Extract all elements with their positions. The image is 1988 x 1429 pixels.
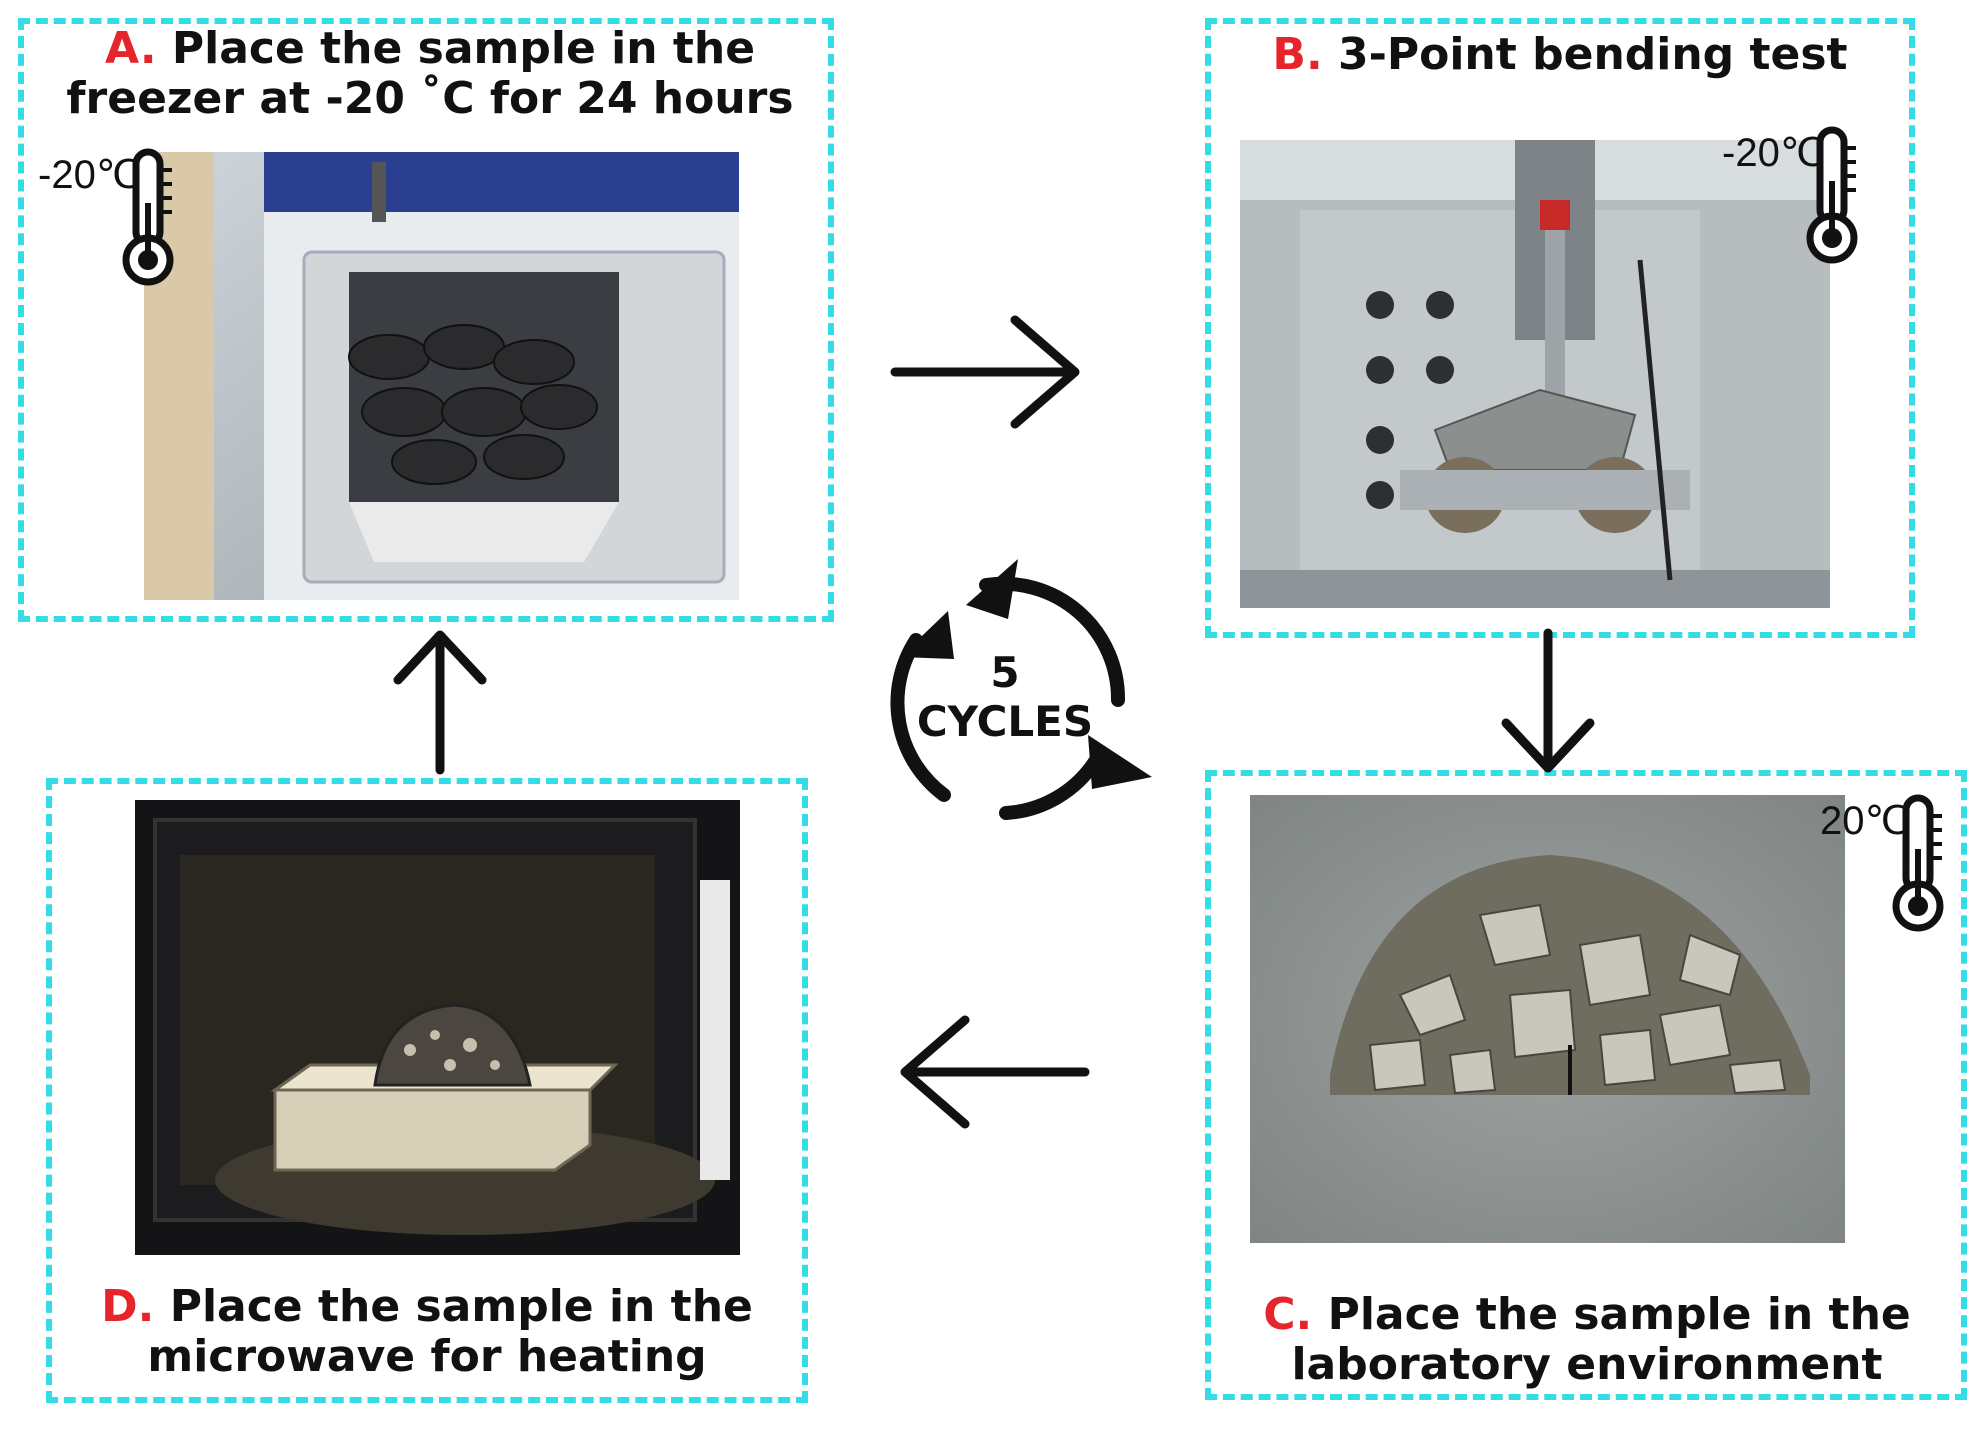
panel-b-bending — [1205, 18, 1915, 638]
cycle-arrows-icon — [890, 559, 1152, 820]
panel-c-title-line2: laboratory environment — [1291, 1339, 1883, 1390]
panel-d-title: D. Place the sample in the microwave for… — [50, 1282, 804, 1382]
panel-b-letter: B. — [1272, 29, 1323, 80]
panel-a-thermometer: -20℃ — [38, 148, 188, 288]
sample-photo — [1250, 795, 1845, 1243]
panel-a-temperature: -20℃ — [38, 153, 141, 197]
panel-b-temperature: -20℃ — [1722, 131, 1825, 175]
panel-d-letter: D. — [101, 1281, 155, 1332]
panel-b-title-line1: 3-Point bending test — [1338, 29, 1848, 80]
microwave-photo — [135, 800, 740, 1255]
panel-c-letter: C. — [1263, 1289, 1313, 1340]
thermometer-icon — [1892, 794, 1944, 932]
panel-d-microwave — [46, 778, 808, 1403]
thermometer-icon — [122, 148, 174, 286]
arrow-down-icon — [1501, 628, 1595, 773]
panel-d-title-line1: Place the sample in the — [169, 1281, 753, 1332]
cycle-text: CYCLES — [916, 697, 1094, 746]
panel-c-laboratory — [1205, 770, 1967, 1400]
panel-c-title-line1: Place the sample in the — [1327, 1289, 1911, 1340]
cycle-label: 5 CYCLES — [890, 648, 1120, 746]
panel-a-letter: A. — [104, 23, 157, 74]
panel-c-temperature: 20℃ — [1820, 799, 1910, 843]
panel-c-thermometer: 20℃ — [1820, 794, 1960, 934]
panel-d-title-line2: microwave for heating — [147, 1331, 707, 1382]
bending-test-photo — [1240, 140, 1830, 608]
panel-a-title-line2: freezer at -20 ˚C for 24 hours — [66, 73, 794, 124]
thermometer-icon — [1806, 126, 1858, 264]
panel-b-title: B. 3-Point bending test — [1210, 30, 1910, 80]
panel-b-thermometer: -20℃ — [1722, 126, 1882, 266]
panel-c-title: C. Place the sample in the laboratory en… — [1212, 1290, 1962, 1390]
panel-a-title: A. Place the sample in the freezer at -2… — [30, 24, 830, 124]
arrow-left-icon — [900, 1015, 1090, 1129]
cycle-count: 5 — [990, 648, 1020, 697]
freezer-photo — [144, 152, 739, 600]
arrow-right-icon — [890, 315, 1080, 429]
arrow-up-icon — [393, 630, 487, 775]
panel-a-freezer — [18, 18, 834, 622]
panel-a-title-line1: Place the sample in the — [171, 23, 756, 74]
